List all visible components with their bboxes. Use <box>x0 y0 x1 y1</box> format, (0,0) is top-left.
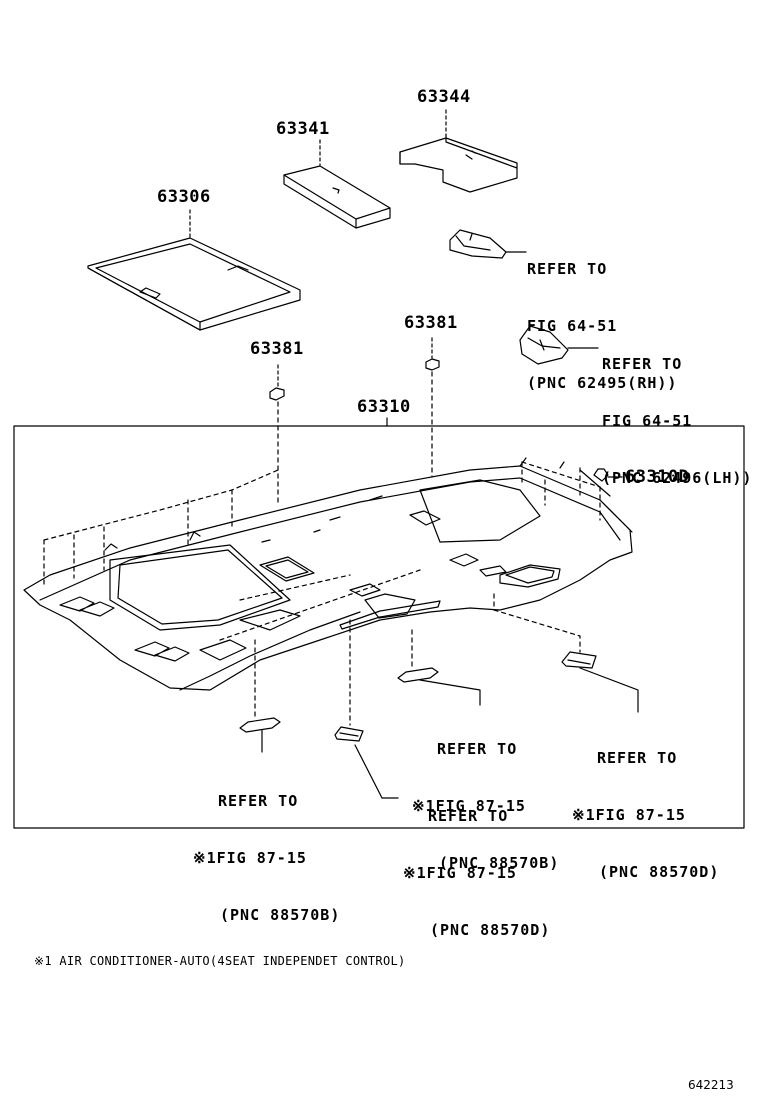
part-number-63381-right: 63381 <box>404 313 458 333</box>
ref-line: ※1FIG 87-15 <box>412 797 526 815</box>
part-88570d-right <box>561 651 597 669</box>
reference-rh-lamp: REFER TO FIG 64-51 (PNC 62495(RH)) <box>527 222 677 412</box>
ref-line: ※1FIG 87-15 <box>403 864 517 882</box>
reference-right: REFER TO ※1FIG 87-15 (PNC 88570D) <box>572 711 719 901</box>
ref-line: (PNC 88570D) <box>599 863 720 881</box>
part-number-63341: 63341 <box>276 119 330 139</box>
lamp-lh <box>519 325 599 365</box>
ref-line: REFER TO <box>597 749 678 767</box>
ref-line: REFER TO <box>437 740 518 758</box>
ref-line: (PNC 62496(LH)) <box>602 469 753 487</box>
reference-lh-lamp: REFER TO FIG 64-51 (PNC 62496(LH)) <box>602 317 752 507</box>
ref-line: (PNC 88570B) <box>439 854 560 872</box>
part-88570d-bottom <box>334 726 364 742</box>
part-88570b-left <box>239 717 281 733</box>
reference-center-middle: REFER TO ※1FIG 87-15 (PNC 88570B) <box>412 702 559 892</box>
part-63381-clip-right <box>425 358 440 371</box>
ref-line: ※1FIG 87-15 <box>572 806 686 824</box>
lamp-rh <box>449 229 527 259</box>
ref-line: FIG 64-51 <box>527 317 618 335</box>
part-63344-pad <box>399 137 518 193</box>
reference-bottom-left: REFER TO ※1FIG 87-15 (PNC 88570B) <box>193 754 340 944</box>
part-number-63310D: 63310D <box>625 467 690 487</box>
ref-line: (PNC 62495(RH)) <box>527 374 678 392</box>
ref-line: REFER TO <box>218 792 299 810</box>
ref-line: (PNC 88570D) <box>430 921 551 939</box>
leader-ref-r <box>579 667 639 713</box>
ref-line: REFER TO <box>428 807 509 825</box>
part-63341-pad <box>283 165 391 229</box>
assembly-frame <box>13 425 745 829</box>
part-number-63344: 63344 <box>417 87 471 107</box>
part-number-63310: 63310 <box>357 397 411 417</box>
figure-code: 642213 <box>688 1078 734 1092</box>
part-63381-clip-left <box>269 387 285 401</box>
footnote: ※1 AIR CONDITIONER-AUTO(4SEAT INDEPENDET… <box>34 954 406 968</box>
leader-ref-bm <box>354 744 399 799</box>
ref-line: (PNC 88570B) <box>220 906 341 924</box>
ref-line: FIG 64-51 <box>602 412 693 430</box>
ref-line: ※1FIG 87-15 <box>193 849 307 867</box>
ref-line: REFER TO <box>527 260 608 278</box>
part-63310D-clip <box>593 468 623 482</box>
part-63310-headliner <box>23 457 633 691</box>
part-number-63306: 63306 <box>157 187 211 207</box>
ref-line: REFER TO <box>602 355 683 373</box>
reference-bottom-middle: REFER TO ※1FIG 87-15 (PNC 88570D) <box>403 769 550 959</box>
part-63306-panel <box>87 237 301 331</box>
attachment-dashes <box>43 461 601 726</box>
leader-ref-cm <box>419 679 481 706</box>
part-88570b-center <box>397 667 439 683</box>
part-number-63381-left: 63381 <box>250 339 304 359</box>
